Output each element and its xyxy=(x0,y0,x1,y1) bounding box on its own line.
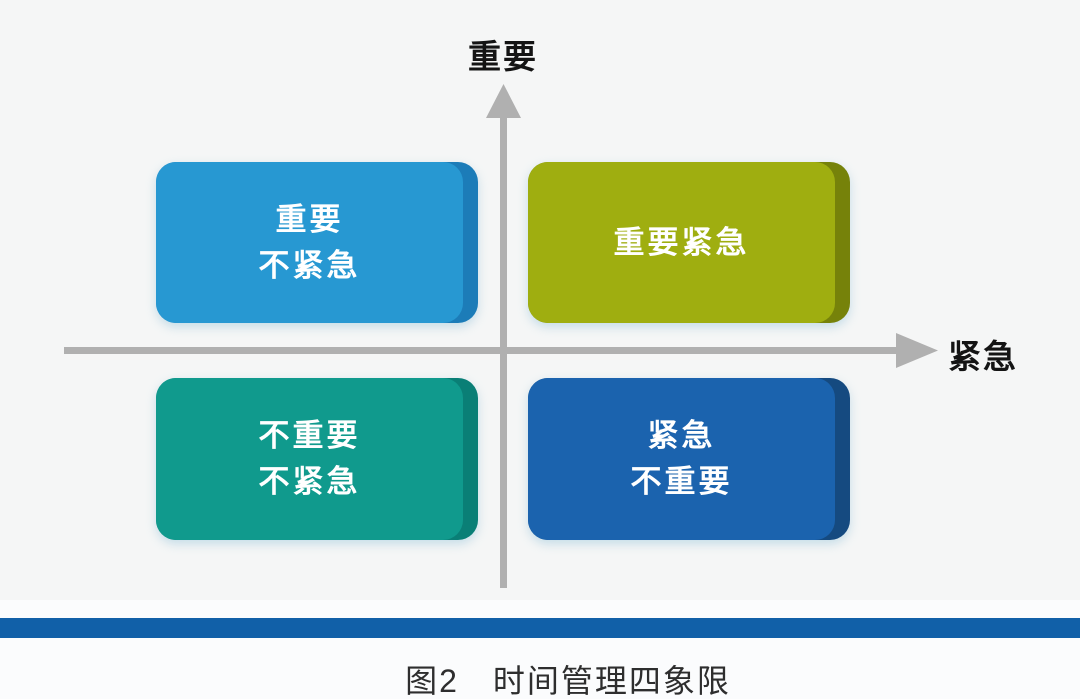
quadrant-label-line: 不重要 xyxy=(258,418,361,453)
quadrant-not-important-not-urgent: 不重要 不紧急 xyxy=(156,378,478,540)
arrow-up-icon xyxy=(486,84,521,118)
quadrant-face: 重要 不紧急 xyxy=(156,162,463,323)
y-axis-line xyxy=(500,96,507,588)
quadrant-face: 重要紧急 xyxy=(528,162,835,323)
y-axis-label: 重要 xyxy=(468,38,538,75)
footer-bar xyxy=(0,618,1080,638)
quadrant-label-line: 不紧急 xyxy=(258,247,361,283)
quadrant-label-line: 不重要 xyxy=(630,464,733,499)
arrow-right-icon xyxy=(896,333,938,368)
quadrant-label-line: 紧急 xyxy=(647,418,716,453)
quadrant-label-line: 重要紧急 xyxy=(613,224,750,260)
quadrant-important-urgent: 重要紧急 xyxy=(528,162,850,323)
footer-background xyxy=(0,600,1080,699)
figure-caption: 图2 时间管理四象限 xyxy=(405,663,731,699)
x-axis-label: 紧急 xyxy=(948,338,1018,375)
x-axis-line xyxy=(64,347,898,354)
quadrant-face: 不重要 不紧急 xyxy=(156,378,463,540)
quadrant-label-line: 重要 xyxy=(275,201,344,237)
quadrant-face: 紧急 不重要 xyxy=(528,378,835,540)
quadrant-urgent-not-important: 紧急 不重要 xyxy=(528,378,850,540)
quadrant-important-not-urgent: 重要 不紧急 xyxy=(156,162,478,323)
quadrant-label-line: 不紧急 xyxy=(258,464,361,499)
